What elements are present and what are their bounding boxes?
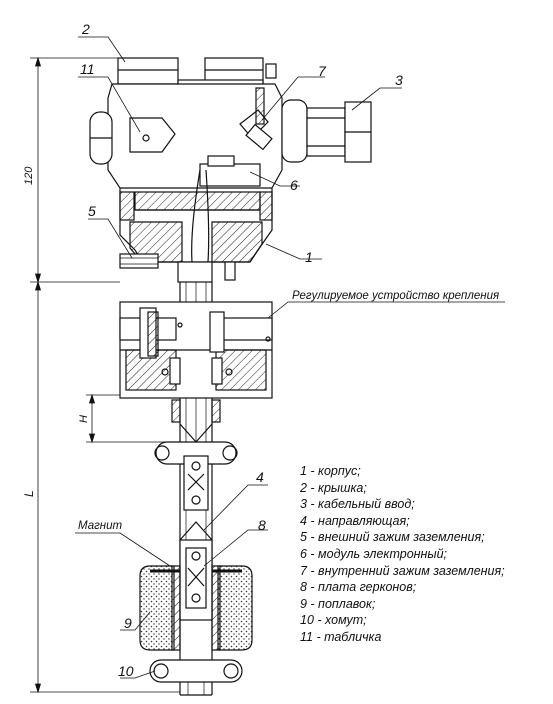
- callout-7: 7: [318, 63, 327, 79]
- dimension-120: 120: [23, 166, 35, 185]
- callout-5: 5: [88, 203, 96, 219]
- callout-2: 2: [81, 21, 90, 37]
- cable-gland: [306, 101, 372, 163]
- legend-item: 7 - внутренний зажим заземления;: [300, 563, 505, 578]
- legend-item: 11 - табличка: [300, 629, 382, 644]
- callout-3: 3: [395, 72, 403, 88]
- callout-11: 11: [80, 61, 95, 77]
- parts-legend: 1 - корпус; 2 - крышка; 3 - кабельный вв…: [300, 463, 505, 646]
- callout-10: 10: [118, 663, 134, 679]
- legend-item: 2 - крышка;: [300, 480, 367, 495]
- callout-numbers: 1 2 3 4 5 6 7 8 9 10 11: [80, 21, 403, 679]
- mount-label: Регулируемое устройство крепления: [292, 290, 499, 302]
- callout-8: 8: [258, 517, 266, 533]
- float-assembly: [139, 539, 253, 683]
- housing: [89, 57, 308, 283]
- mounting-device: [119, 301, 273, 399]
- legend-item: 5 - внешний зажим заземления;: [300, 530, 485, 545]
- legend-item: 1 - корпус;: [300, 464, 361, 478]
- callout-6: 6: [290, 177, 298, 193]
- legend-item: 10 - хомут;: [300, 613, 367, 628]
- callout-9: 9: [124, 615, 132, 631]
- upper-clamp: [154, 399, 238, 541]
- legend-item: 9 - поплавок;: [300, 596, 376, 611]
- leader-lines: [75, 36, 505, 679]
- magnet-label: Магнит: [78, 520, 123, 532]
- legend-item: 8 - плата герконов;: [300, 580, 417, 595]
- dimension-h: H: [78, 415, 90, 423]
- legend-item: 6 - модуль электронный;: [300, 546, 448, 561]
- legend-item: 3 - кабельный ввод;: [300, 497, 415, 512]
- legend-item: 4 - направляющая;: [300, 513, 410, 528]
- dimension-l: L: [22, 490, 36, 497]
- callout-1: 1: [305, 249, 313, 265]
- callout-4: 4: [256, 469, 264, 485]
